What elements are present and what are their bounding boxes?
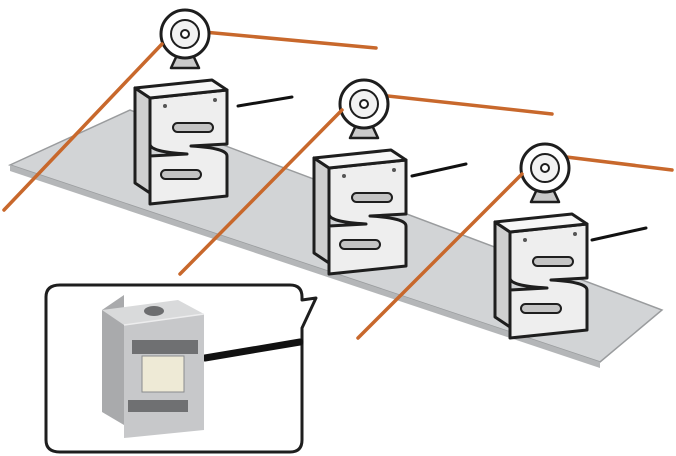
wire-right <box>368 92 554 116</box>
signal-cable <box>590 226 648 242</box>
load-cell-photo-icon <box>102 295 304 438</box>
wire-left <box>356 172 524 340</box>
load-cell-with-pulley-3 <box>356 142 674 340</box>
signal-cable <box>410 162 468 178</box>
wire-left <box>178 108 344 276</box>
load-cell-with-pulley-2 <box>178 78 554 276</box>
wire-left <box>2 42 164 212</box>
s-type-load-cell-icon <box>312 78 408 276</box>
s-type-load-cell-icon <box>493 142 589 340</box>
signal-cable <box>236 95 294 108</box>
wire-right <box>548 153 674 172</box>
s-type-load-cell-icon <box>133 8 229 206</box>
wire-right <box>180 28 378 50</box>
photo-callout <box>44 283 318 454</box>
load-cell-with-pulley-1 <box>2 8 378 212</box>
